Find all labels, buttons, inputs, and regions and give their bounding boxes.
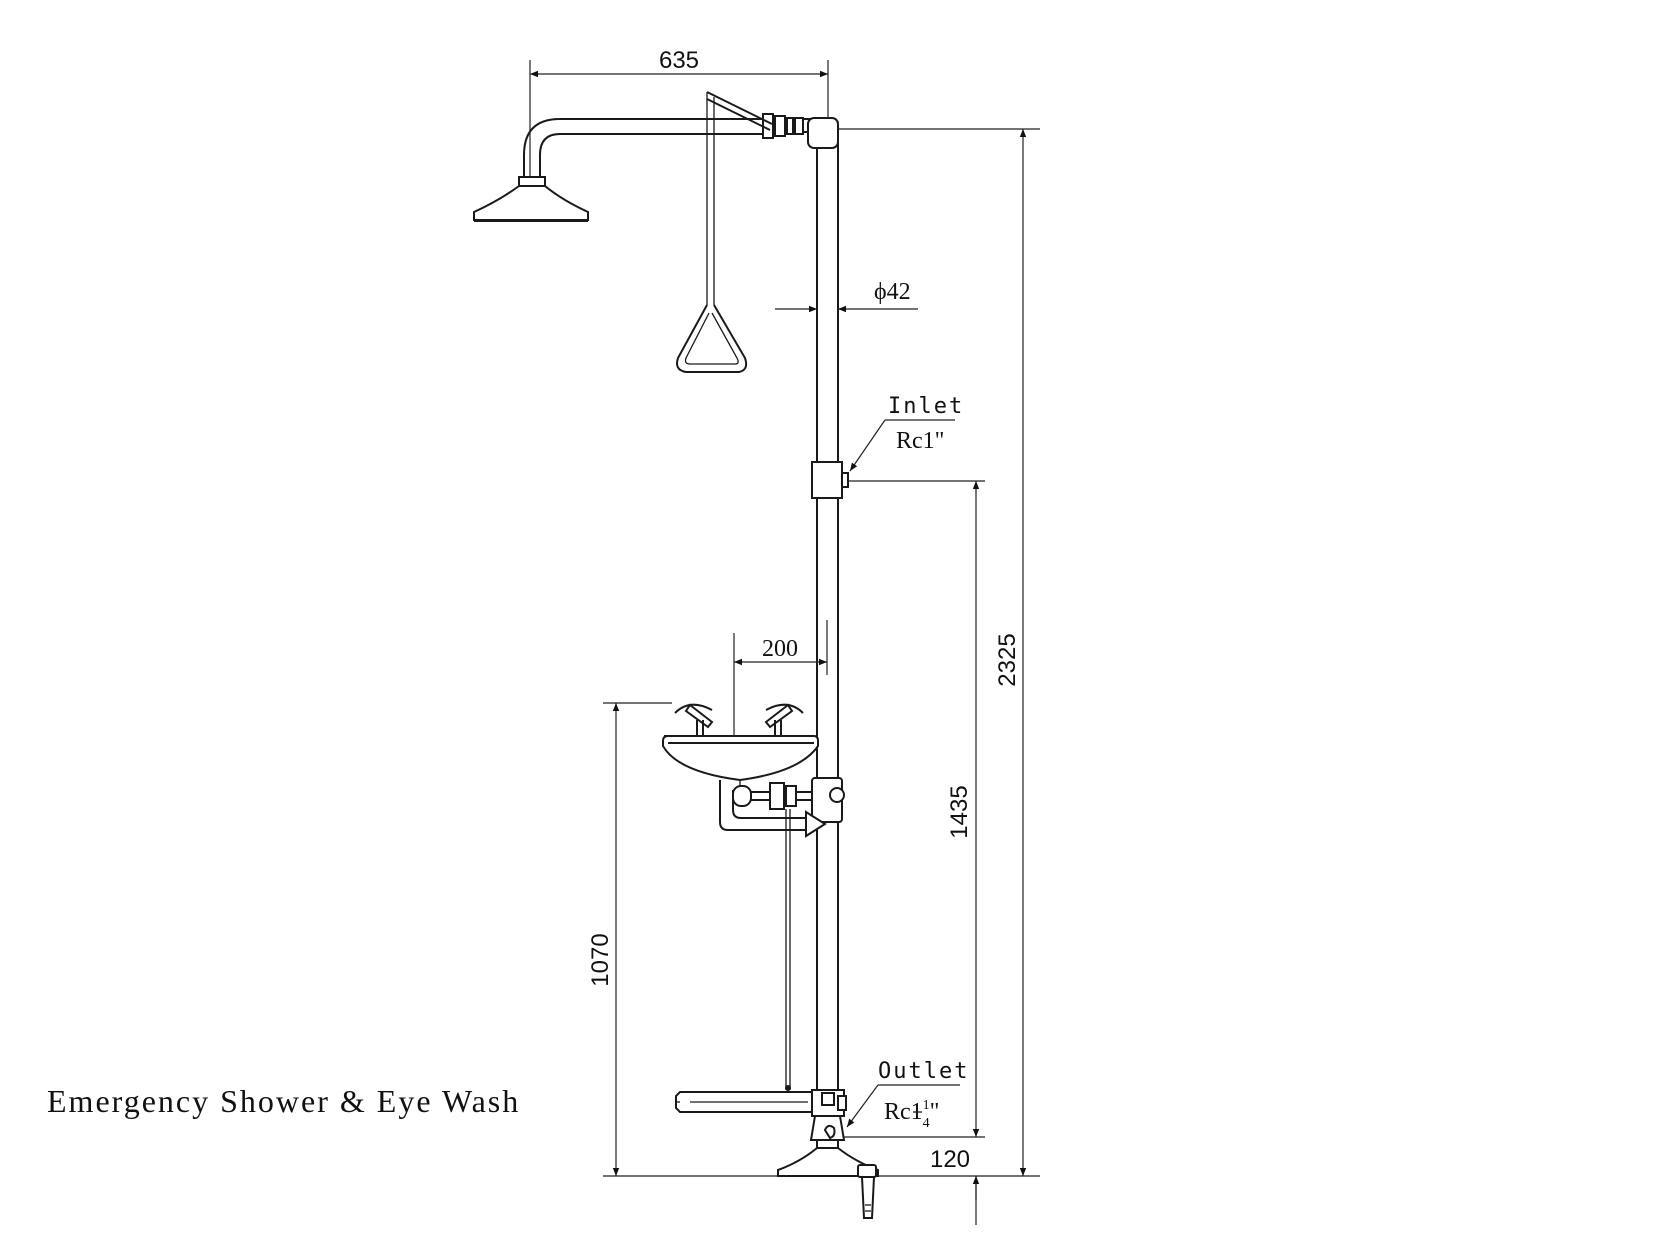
- dim-pipe-diameter-label: ϕ42: [874, 279, 911, 305]
- dim-outlet-height-label: 120: [930, 1146, 970, 1173]
- dim-total-height-label: 2325: [994, 633, 1021, 686]
- shower-arm: [523, 113, 839, 180]
- dim-bowl-offset: 200: [733, 620, 828, 736]
- dim-total-height: 2325: [838, 128, 1040, 1177]
- shower-head: [473, 176, 589, 222]
- outlet-label: Outlet: [878, 1059, 969, 1084]
- drawing-caption: Emergency Shower & Eye Wash: [47, 1083, 521, 1119]
- dim-inlet-height: 1435: [848, 480, 985, 1137]
- eyewash-bowl: [662, 703, 845, 1091]
- dim-bowl-height-label: 1070: [587, 933, 614, 986]
- pull-handle: [676, 91, 773, 373]
- dim-bowl-offset-label: 200: [762, 636, 798, 662]
- inlet-coupling: [811, 461, 849, 499]
- inlet-thread-label: Rc1": [896, 428, 944, 454]
- base-plate: [777, 1140, 879, 1219]
- dim-pipe-diameter: ϕ42: [775, 279, 918, 313]
- foot-pedal: [675, 1089, 847, 1141]
- dim-bowl-height: 1070: [587, 702, 778, 1177]
- inlet-label: Inlet: [888, 394, 964, 419]
- inlet-callout: Inlet Rc1": [849, 394, 964, 472]
- dim-shower-arm-label: 635: [659, 47, 699, 74]
- dim-shower-arm: 635: [529, 47, 829, 178]
- dim-inlet-height-label: 1435: [946, 785, 973, 838]
- dim-outlet-height: 120: [844, 1136, 985, 1225]
